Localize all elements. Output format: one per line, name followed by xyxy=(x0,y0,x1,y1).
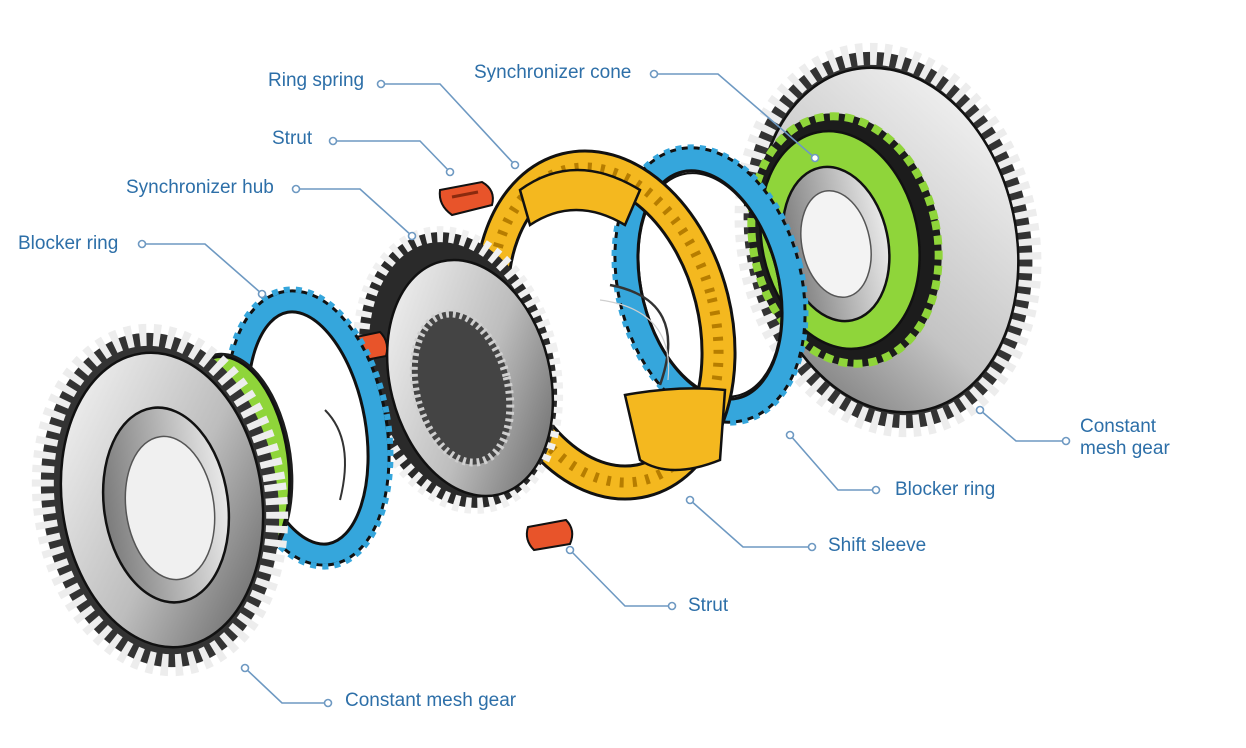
strut-bottom xyxy=(525,518,574,552)
label-ring-spring: Ring spring xyxy=(268,70,365,91)
label-synchronizer-cone: Synchronizer cone xyxy=(474,62,632,83)
leader-anchors xyxy=(137,69,1071,708)
label-strut-bottom: Strut xyxy=(688,595,729,616)
left-constant-mesh-gear xyxy=(31,323,289,677)
label-synchronizer-hub: Synchronizer hub xyxy=(126,177,274,198)
shift-sleeve xyxy=(473,149,737,501)
label-constant-mesh-gear-left: Constant mesh gear xyxy=(345,690,517,711)
synchronizer-hub xyxy=(352,226,564,514)
label-blocker-ring-left: Blocker ring xyxy=(18,233,119,254)
synchronizer-cone-right xyxy=(747,112,943,368)
ring-spring xyxy=(609,283,670,386)
blocker-ring-right xyxy=(611,144,809,426)
leader-lines xyxy=(142,73,1066,704)
strut-top xyxy=(438,180,494,217)
label-blocker-ring-right: Blocker ring xyxy=(895,479,996,500)
label-shift-sleeve: Shift sleeve xyxy=(828,535,927,556)
label-constant-mesh-gear-right: Constant mesh gear xyxy=(1080,416,1170,459)
label-strut-top: Strut xyxy=(272,128,313,149)
